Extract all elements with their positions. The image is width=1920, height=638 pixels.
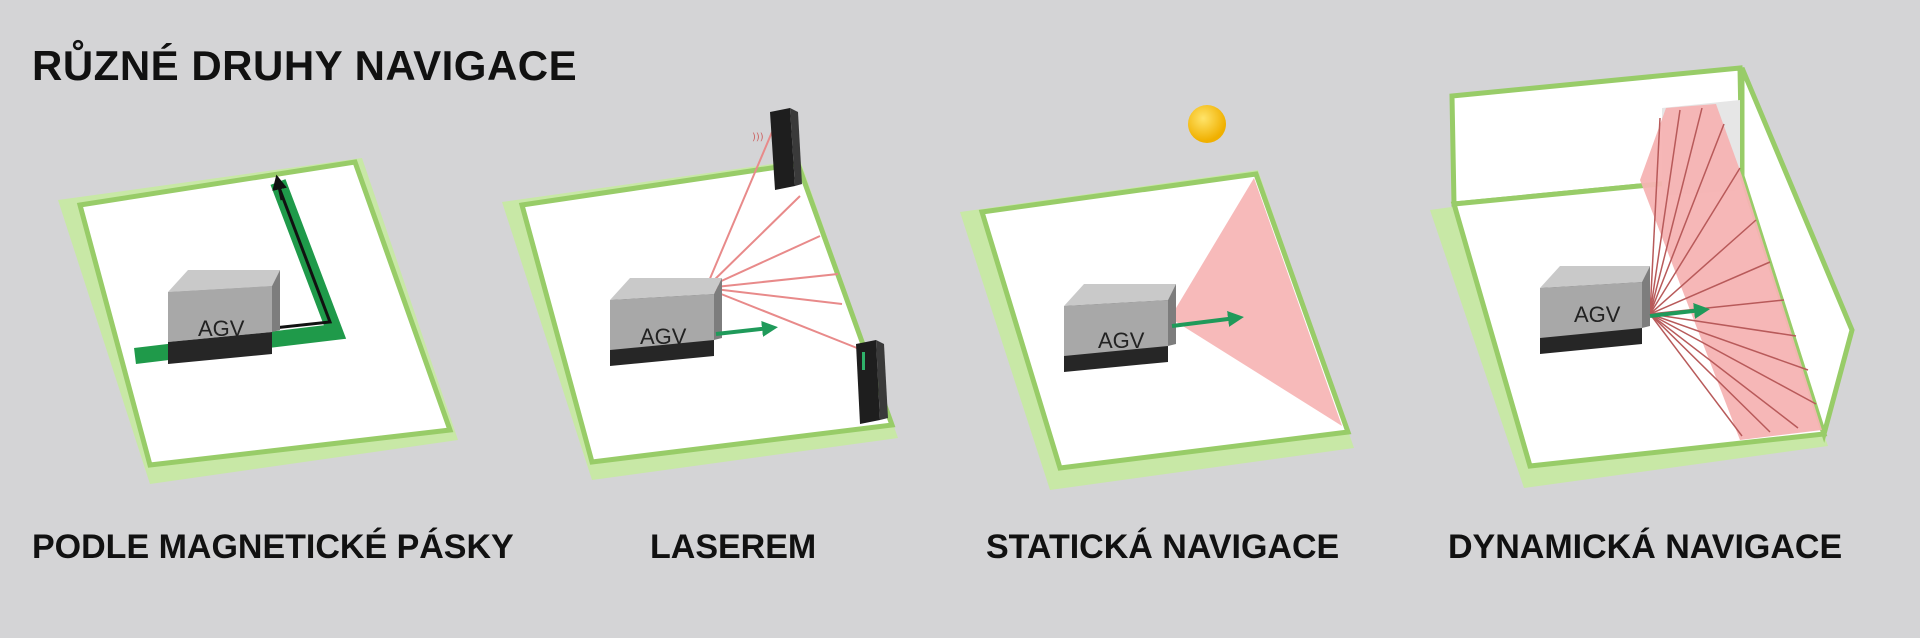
diagram-title: RŮZNÉ DRUHY NAVIGACE xyxy=(32,42,578,89)
agv-label: AGV xyxy=(640,324,687,349)
agv-vehicle: AGV xyxy=(610,278,722,366)
laser-reflector-top: ))) xyxy=(752,108,802,190)
caption-dynamic: DYNAMICKÁ NAVIGACE xyxy=(1448,528,1843,566)
svg-text:))): ))) xyxy=(752,132,764,143)
laser-reflector-bottom xyxy=(856,340,888,424)
direction-arrow xyxy=(1649,302,1710,319)
agv-label: AGV xyxy=(198,316,245,341)
panel-magnetic-tape: AGV xyxy=(58,158,458,484)
laser-beams xyxy=(1649,107,1817,437)
direction-arrow xyxy=(715,320,778,337)
laser-beams xyxy=(705,131,863,351)
agv-vehicle: AGV xyxy=(168,270,280,364)
guide-arrow xyxy=(272,174,287,201)
caption-laser: LASEREM xyxy=(650,528,817,566)
panel-static: AGV xyxy=(960,105,1354,490)
agv-label: AGV xyxy=(1098,328,1145,353)
sun-icon xyxy=(1188,105,1226,143)
agv-vehicle: AGV xyxy=(1064,284,1176,372)
caption-static: STATICKÁ NAVIGACE xyxy=(986,528,1340,566)
sensor-zone xyxy=(1640,104,1822,440)
agv-label: AGV xyxy=(1574,302,1621,327)
panel-laser: ))) AGV xyxy=(502,108,898,480)
direction-arrow xyxy=(1171,311,1244,328)
caption-magnetic-tape: PODLE MAGNETICKÉ PÁSKY xyxy=(32,528,514,566)
right-wall xyxy=(1739,67,1855,443)
sensor-zone xyxy=(1170,178,1342,426)
agv-vehicle: AGV xyxy=(1540,266,1650,354)
panel-dynamic: AGV xyxy=(1430,65,1855,488)
